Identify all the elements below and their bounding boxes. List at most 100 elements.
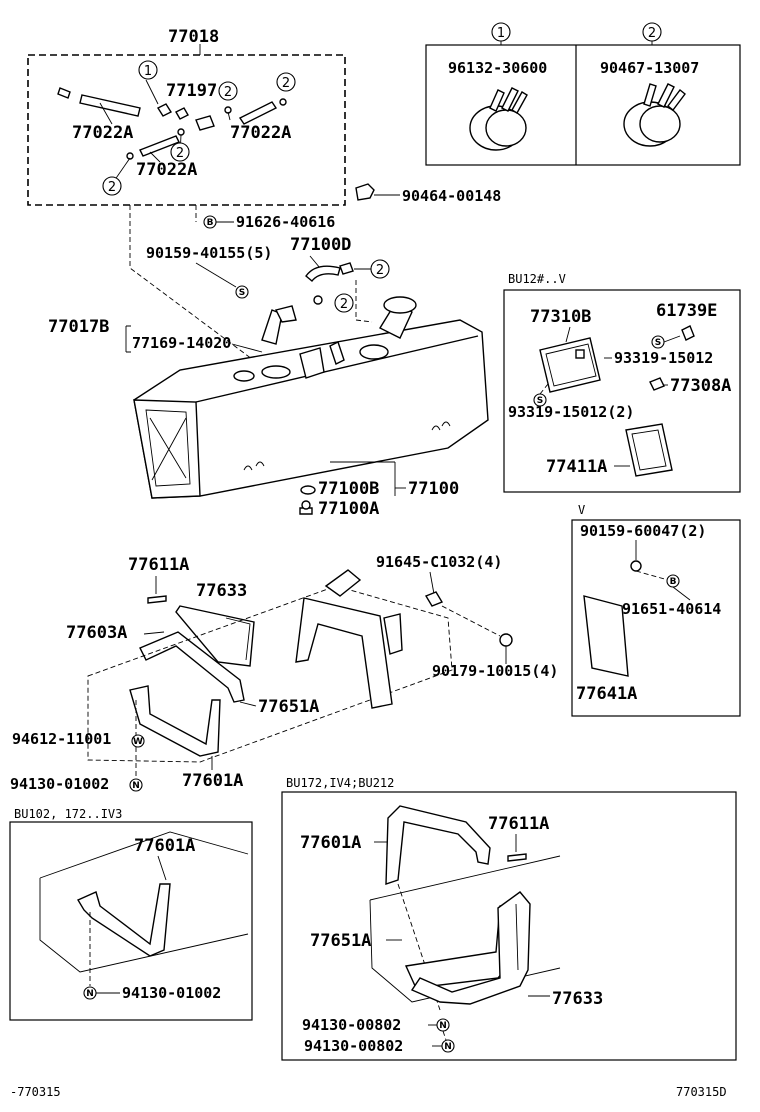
gasket-77100b[interactable] <box>300 485 316 495</box>
label-77100[interactable]: 77100 <box>408 479 459 499</box>
variant-box-bu172 <box>281 791 737 1061</box>
label-93319-15012[interactable]: 93319-15012 <box>614 349 713 367</box>
label-77611a-1[interactable]: 77611A <box>128 555 189 575</box>
label-94130-00802-a[interactable]: 94130-00802 <box>302 1016 401 1034</box>
marker-s: S <box>235 285 249 299</box>
bracket-right-middle[interactable] <box>295 569 403 709</box>
label-77022a-3[interactable]: 77022A <box>136 160 197 180</box>
svg-text:2: 2 <box>176 146 184 161</box>
box-label-bu12: BU12#..V <box>508 272 566 286</box>
label-77310b[interactable]: 77310B <box>530 307 591 327</box>
label-77169-14020[interactable]: 77169-14020 <box>132 334 231 352</box>
label-61739e[interactable]: 61739E <box>656 301 717 321</box>
label-91651-40614[interactable]: 91651-40614 <box>622 600 721 618</box>
label-77601a-1[interactable]: 77601A <box>182 771 243 791</box>
marker-circle-2: 2 <box>334 293 354 313</box>
label-96132-30600[interactable]: 96132-30600 <box>448 59 547 77</box>
label-94130-01002-1[interactable]: 94130-01002 <box>10 775 109 793</box>
svg-text:W: W <box>133 737 143 747</box>
marker-s: S <box>651 335 665 349</box>
label-77651a-1[interactable]: 77651A <box>258 697 319 717</box>
hose-77022a-right[interactable] <box>238 101 278 125</box>
fuel-gauge-sender[interactable] <box>233 305 389 382</box>
label-77022a-1[interactable]: 77022A <box>72 123 133 143</box>
label-77603a[interactable]: 77603A <box>66 623 127 643</box>
bracket-77633-bu172[interactable] <box>410 891 531 1005</box>
label-90159-60047[interactable]: 90159-60047(2) <box>580 522 706 540</box>
svg-text:2: 2 <box>648 26 656 41</box>
band-77601a-bu172[interactable] <box>385 805 491 885</box>
svg-text:S: S <box>655 338 661 348</box>
label-77601a-2[interactable]: 77601A <box>134 836 195 856</box>
marker-circle-2: 2 <box>276 72 296 92</box>
band-77603a[interactable] <box>139 631 245 703</box>
bolt-77611a-bu172[interactable] <box>507 853 527 862</box>
clip-90464[interactable] <box>355 183 375 201</box>
label-77641a[interactable]: 77641A <box>576 684 637 704</box>
hose-77022a-lower[interactable] <box>139 135 180 157</box>
label-77308a[interactable]: 77308A <box>670 376 731 396</box>
marker-n: N <box>441 1039 455 1053</box>
band-77601a-middle[interactable] <box>129 685 221 757</box>
svg-text:N: N <box>86 989 94 999</box>
svg-text:S: S <box>239 288 245 298</box>
protector-77641a[interactable] <box>583 595 629 677</box>
label-93319-15012-2[interactable]: 93319-15012(2) <box>508 403 634 421</box>
label-77022a-2[interactable]: 77022A <box>230 123 291 143</box>
svg-text:B: B <box>207 218 214 228</box>
clip-61739e[interactable] <box>681 325 695 341</box>
label-90464-00148[interactable]: 90464-00148 <box>402 187 501 205</box>
svg-text:2: 2 <box>340 297 348 312</box>
bolt-90159[interactable] <box>630 560 642 572</box>
svg-text:N: N <box>132 781 140 791</box>
svg-text:N: N <box>444 1042 452 1052</box>
label-90159-40155[interactable]: 90159-40155(5) <box>146 244 272 262</box>
hose-77022a-left[interactable] <box>57 87 141 117</box>
marker-b: B <box>203 215 217 229</box>
marker-n: N <box>129 778 143 792</box>
label-77651a-2[interactable]: 77651A <box>310 931 371 951</box>
marker-circle-2: 2 <box>102 176 122 196</box>
plug-77100a[interactable] <box>299 500 313 515</box>
legend-marker-1: 1 <box>491 22 511 42</box>
gauge-unit-77310b[interactable] <box>539 337 601 393</box>
footer-right-code: 770315D <box>676 1085 727 1099</box>
marker-circle-2: 2 <box>218 81 238 101</box>
label-94130-01002-2[interactable]: 94130-01002 <box>122 984 221 1002</box>
band-77411a[interactable] <box>625 423 673 477</box>
label-94612-11001[interactable]: 94612-11001 <box>12 730 111 748</box>
variant-box-bu102 <box>9 821 253 1021</box>
joint-77197[interactable] <box>156 103 215 131</box>
label-90467-13007[interactable]: 90467-13007 <box>600 59 699 77</box>
label-77017b[interactable]: 77017B <box>48 317 109 337</box>
label-90179-10015[interactable]: 90179-10015(4) <box>432 662 558 680</box>
clip-77308a[interactable] <box>649 377 665 391</box>
svg-text:B: B <box>670 577 677 587</box>
fuel-tank[interactable] <box>133 319 489 499</box>
label-77611a-2[interactable]: 77611A <box>488 814 549 834</box>
label-77100b[interactable]: 77100B <box>318 479 379 499</box>
bolt-91645[interactable] <box>424 591 444 607</box>
label-77601a-3[interactable]: 77601A <box>300 833 361 853</box>
band-77601a-bu102[interactable] <box>76 883 171 957</box>
label-77100d[interactable]: 77100D <box>290 235 351 255</box>
label-77197[interactable]: 77197 <box>166 81 217 101</box>
bolt-77611a[interactable] <box>147 595 167 604</box>
label-77411a[interactable]: 77411A <box>546 457 607 477</box>
label-91626-40616[interactable]: 91626-40616 <box>236 213 335 231</box>
bracket-77633[interactable] <box>175 605 255 667</box>
label-77633-1[interactable]: 77633 <box>196 581 247 601</box>
label-77633-2[interactable]: 77633 <box>552 989 603 1009</box>
nut-90179[interactable] <box>499 633 513 647</box>
label-91645-c1032[interactable]: 91645-C1032(4) <box>376 553 502 571</box>
svg-text:1: 1 <box>144 64 152 79</box>
label-77018[interactable]: 77018 <box>168 27 219 47</box>
label-77100a[interactable]: 77100A <box>318 499 379 519</box>
fuel-filler-neck[interactable] <box>379 296 417 339</box>
hose-77100d[interactable] <box>305 262 354 305</box>
variant-box-bu12 <box>503 289 741 493</box>
svg-text:2: 2 <box>282 76 290 91</box>
legend-marker-2: 2 <box>642 22 662 42</box>
label-94130-00802-b[interactable]: 94130-00802 <box>304 1037 403 1055</box>
